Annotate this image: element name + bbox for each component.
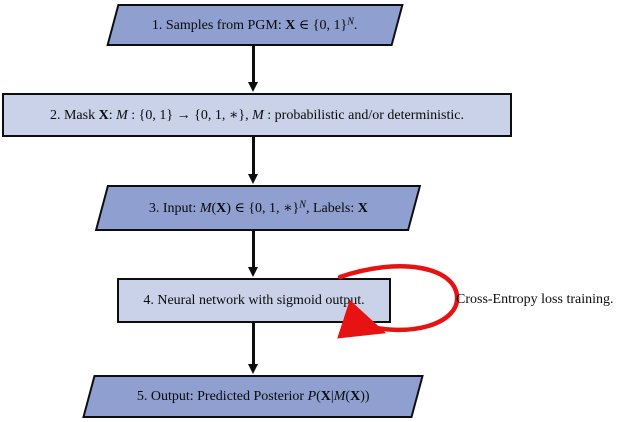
step-1-samples-node: 1. Samples from PGM: X ∈ {0, 1}N. — [106, 4, 404, 46]
step-5-label: 5. Output: Predicted Posterior P(X|M(X)) — [136, 388, 370, 404]
step-2-label: 2. Mask X: M : {0, 1} → {0, 1, ∗}, M : p… — [49, 107, 464, 123]
step-1-label: 1. Samples from PGM: X ∈ {0, 1}N. — [152, 15, 358, 33]
step-5-output-node: 5. Output: Predicted Posterior P(X|M(X)) — [82, 375, 424, 418]
arrow-shaft — [252, 231, 255, 268]
arrowhead-icon — [248, 174, 258, 184]
step-3-input-node: 3. Input: M(X) ∈ {0, 1, ∗}N, Labels: X — [94, 185, 422, 231]
arrowhead-icon — [248, 82, 258, 92]
arrow-shaft — [252, 46, 255, 83]
cross-entropy-label: Cross-Entropy loss training. — [456, 292, 614, 307]
arrow-shaft — [252, 137, 255, 175]
arrowhead-icon — [248, 267, 258, 277]
arrow-shaft — [252, 323, 255, 365]
arrowhead-icon — [248, 364, 258, 374]
step-3-label: 3. Input: M(X) ∈ {0, 1, ∗}N, Labels: X — [148, 198, 368, 216]
step-2-mask-node: 2. Mask X: M : {0, 1} → {0, 1, ∗}, M : p… — [2, 93, 512, 137]
step-4-label: 4. Neural network with sigmoid output. — [143, 292, 365, 308]
step-4-neural-network-node: 4. Neural network with sigmoid output. — [117, 278, 391, 323]
